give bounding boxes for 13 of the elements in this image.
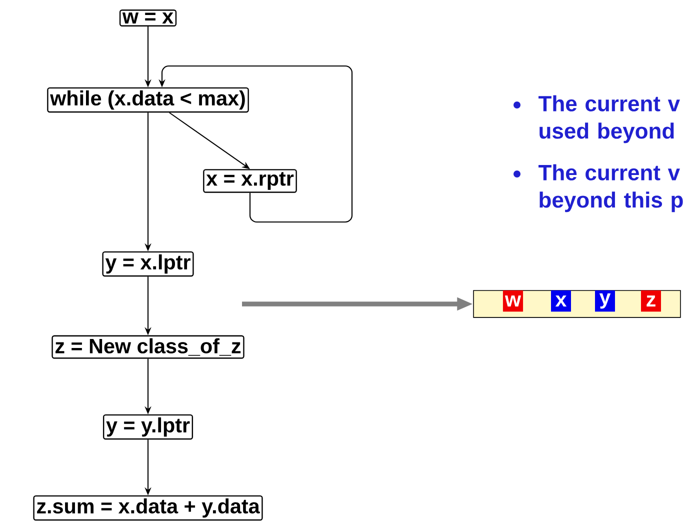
process-box: y = x.lptr <box>102 251 194 277</box>
process-box: w = x <box>119 10 177 26</box>
process-box: x = x.rptr <box>203 169 297 193</box>
process-box: while (x.data < max) <box>47 87 249 113</box>
process-box: z.sum = x.data + y.data <box>33 495 263 521</box>
process-box: y = y.lptr <box>102 414 194 440</box>
letter-tile: w <box>502 290 524 312</box>
process-box: z = New class_of_z <box>52 335 244 359</box>
letter-tile: z <box>641 290 661 312</box>
bullet-text: The current v beyond this p <box>538 164 683 212</box>
letter-tile: y <box>595 290 615 312</box>
bullet-text: The current v used beyond <box>538 95 680 144</box>
letter-tile: x <box>551 290 571 312</box>
